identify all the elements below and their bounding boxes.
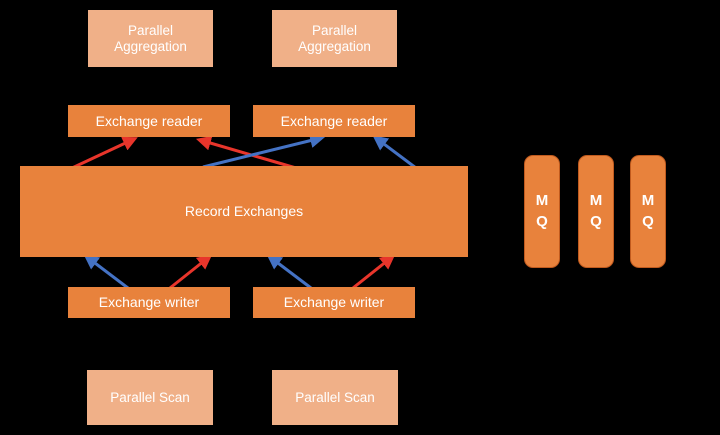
node-label: Exchange reader <box>95 112 203 129</box>
node-exchange-reader-left: Exchange reader <box>68 105 230 137</box>
node-exchange-writer-right: Exchange writer <box>253 287 415 318</box>
node-label: Parallel Scan <box>295 389 375 405</box>
edge-writer-right-to-exchanges-blue <box>266 254 312 290</box>
node-record-exchanges: Record Exchanges <box>20 166 468 257</box>
node-exchange-reader-right: Exchange reader <box>253 105 415 137</box>
edge-writer-left-to-exchanges-blue <box>83 254 129 290</box>
node-label: Exchange writer <box>283 294 385 311</box>
node-label: Parallel Scan <box>110 389 190 405</box>
edge-exchanges-to-reader-right-blue <box>202 133 326 169</box>
node-parallel-aggregation-left: Parallel Aggregation <box>88 10 213 67</box>
node-exchange-writer-left: Exchange writer <box>68 287 230 318</box>
node-label: Parallel Aggregation <box>298 22 371 54</box>
edge-writer-left-to-exchanges-red <box>169 254 213 290</box>
node-label: Exchange writer <box>98 294 200 311</box>
node-label: M Q <box>535 192 549 230</box>
node-label: Exchange reader <box>280 112 388 129</box>
edge-exchanges-to-reader-right-blue-2 <box>372 135 417 170</box>
node-label: M Q <box>589 192 603 230</box>
edge-exchanges-to-reader-left-red <box>71 136 138 170</box>
node-label: Record Exchanges <box>184 203 304 220</box>
node-parallel-scan-left: Parallel Scan <box>87 370 213 425</box>
edge-exchanges-to-reader-left-red-2 <box>195 135 297 170</box>
edge-writer-right-to-exchanges-red <box>352 254 396 290</box>
node-mq-2: M Q <box>578 155 614 268</box>
node-parallel-aggregation-right: Parallel Aggregation <box>272 10 397 67</box>
node-mq-3: M Q <box>630 155 666 268</box>
node-label: Parallel Aggregation <box>114 22 187 54</box>
node-parallel-scan-right: Parallel Scan <box>272 370 398 425</box>
node-mq-1: M Q <box>524 155 560 268</box>
node-label: M Q <box>641 192 655 230</box>
